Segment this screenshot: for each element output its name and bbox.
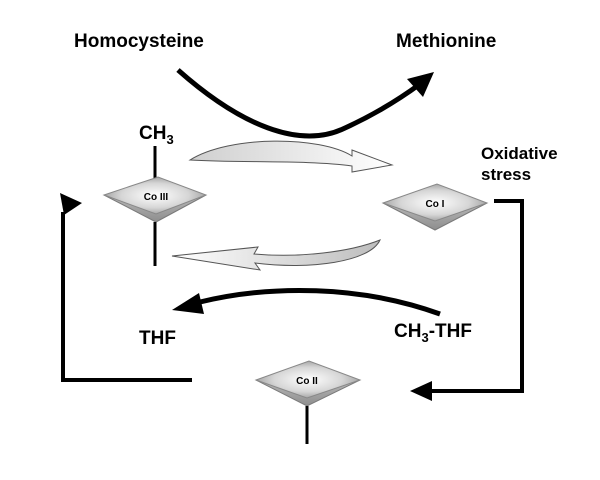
ch3-label: CH3 [139, 123, 174, 147]
cobalt-diamond-icon [254, 360, 362, 407]
thf-arrowhead [172, 293, 204, 314]
ch3thf-label: CH3-THF [394, 321, 472, 345]
co3-left-arrowhead [60, 193, 82, 215]
co1-to-co2-connector [428, 199, 524, 393]
methionine-label: Methionine [396, 31, 496, 52]
co1-to-co3-cycle-arrow [171, 239, 381, 271]
homocysteine-to-methionine-arrow [176, 68, 422, 139]
cobalt-diamond-icon [102, 176, 208, 223]
homocysteine-label: Homocysteine [74, 31, 204, 52]
oxidative-label-line2: stress [481, 165, 531, 184]
cobalt-diamond-icon [381, 183, 489, 231]
ch3thf-to-thf-arrow [199, 287, 441, 317]
co2-complex: Co II [254, 360, 362, 407]
co2-to-co3-connector [61, 212, 192, 382]
thf-label: THF [139, 328, 176, 349]
co3-label: Co III [144, 192, 169, 203]
co3-to-co1-cycle-arrow [188, 140, 394, 173]
methionine-arrowhead [407, 72, 434, 97]
co1-label: Co I [426, 199, 445, 210]
co1-complex: Co I [381, 183, 489, 231]
co2-right-arrowhead [410, 381, 432, 401]
co3-complex: Co III [102, 176, 208, 223]
co2-label: Co II [296, 376, 318, 387]
oxidative-label-line1: Oxidative [481, 144, 558, 163]
